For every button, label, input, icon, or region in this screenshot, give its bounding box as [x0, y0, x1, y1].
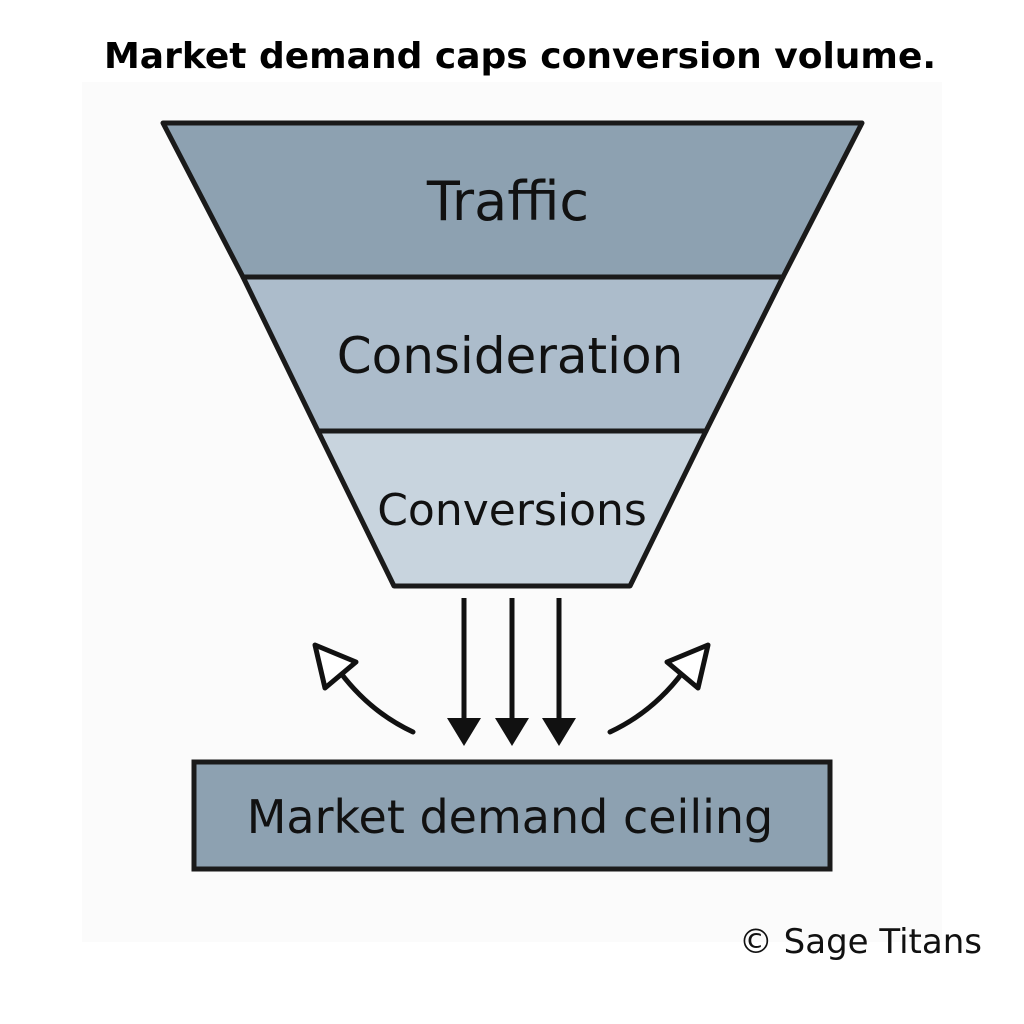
funnel-label-conversions: Conversions	[377, 485, 647, 536]
deflect-arrow-right	[607, 642, 711, 735]
market-demand-ceiling-box	[191, 759, 833, 872]
deflect-arrow-left	[312, 642, 416, 735]
diagram-title: Market demand caps conversion volume.	[103, 36, 937, 77]
funnel-label-traffic: Traffic	[426, 170, 589, 233]
down-arrow-center	[495, 598, 529, 746]
funnel-label-consideration: Consideration	[337, 327, 684, 385]
copyright-notice: © Sage Titans	[738, 922, 982, 962]
funnel-stage-conversions	[315, 428, 709, 589]
down-arrow-left	[447, 598, 481, 746]
down-arrow-right	[542, 598, 576, 746]
market-demand-ceiling-label: Market demand ceiling	[247, 790, 774, 844]
